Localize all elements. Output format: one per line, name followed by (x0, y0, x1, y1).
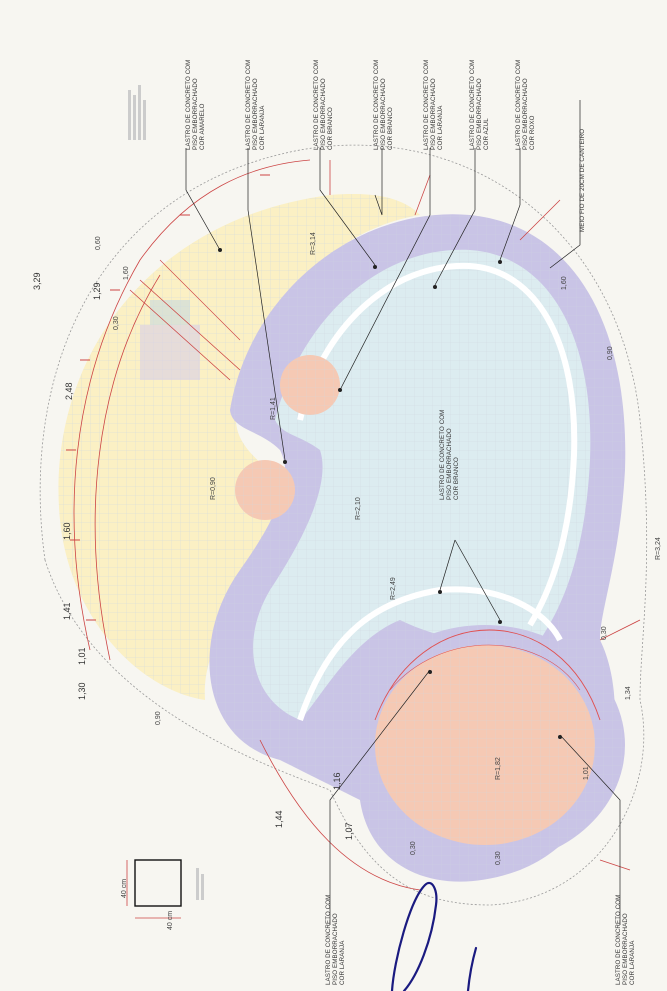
callout-text: COR ROXO (529, 115, 536, 150)
callout-white-2: LASTRO DE CONCRETO COM PISO EMBORRACHADO… (373, 60, 394, 150)
callout-orange-2: LASTRO DE CONCRETO COM PISO EMBORRACHADO… (423, 60, 444, 150)
legend-height-label: 40 cm (167, 911, 174, 930)
dim-label: 1,44 (274, 810, 284, 828)
callout-text: COR LARANJA (339, 940, 346, 985)
dim-label: 1,30 (77, 682, 87, 700)
radius-label: R=1,41 (270, 397, 277, 420)
dim-label: 0,60 (95, 236, 102, 250)
callout-bottom-right: LASTRO DE CONCRETO COM PISO EMBORRACHADO… (615, 895, 636, 985)
callout-text: PISO EMBORRACHADO (430, 78, 437, 150)
callout-text: LASTRO DE CONCRETO COM (185, 60, 192, 150)
callout-curb: MEIO FIO DE 20CM DE CANTEIRO (579, 129, 586, 232)
callout-blue: LASTRO DE CONCRETO COM PISO EMBORRACHADO… (469, 60, 490, 150)
callout-text: COR AMARELO (199, 103, 206, 150)
dim-label: 0,30 (410, 841, 417, 855)
callout-text: LASTRO DE CONCRETO COM (245, 60, 252, 150)
dim-label: 1,60 (123, 266, 130, 280)
callout-text: LASTRO DE CONCRETO COM (515, 60, 522, 150)
radius-label: R=3,24 (655, 537, 662, 560)
callout-text: LASTRO DE CONCRETO COM (325, 895, 332, 985)
dimension-labels-left: 1,30 1,01 1,41 1,60 2,48 1,29 3,29 0,60 … (32, 236, 162, 725)
callout-center-white: LASTRO DE CONCRETO COM PISO EMBORRACHADO… (439, 410, 460, 500)
callout-text: PISO EMBORRACHADO (446, 428, 453, 500)
callout-text: COR BRANCO (387, 107, 394, 150)
radius-label: R=2,10 (355, 497, 362, 520)
callout-text: COR LARANJA (629, 940, 636, 985)
callout-text: LASTRO DE CONCRETO COM (373, 60, 380, 150)
callout-text: LASTRO DE CONCRETO COM (469, 60, 476, 150)
dim-label: 1,16 (332, 772, 342, 790)
callout-text: PISO EMBORRACHADO (320, 78, 327, 150)
callout-text: LASTRO DE CONCRETO COM (313, 60, 320, 150)
dimension-lines (66, 159, 641, 891)
radius-label: R=2,49 (390, 577, 397, 600)
dim-label: 0,30 (113, 316, 120, 330)
white-inner-band (297, 262, 578, 627)
callout-purple: LASTRO DE CONCRETO COM PISO EMBORRACHADO… (515, 60, 536, 150)
outer-boundary-line (39, 144, 648, 906)
callout-text: COR LARANJA (437, 105, 444, 150)
callout-orange-1: LASTRO DE CONCRETO COM PISO EMBORRACHADO… (245, 60, 266, 150)
callout-text: COR BRANCO (327, 107, 334, 150)
dimension-labels-bottom: 1,16 1,07 1,44 0,30 0,30 (274, 772, 502, 865)
dim-label: 1,34 (625, 686, 632, 700)
callout-text: PISO EMBORRACHADO (192, 78, 199, 150)
dim-label: 1,01 (77, 647, 87, 665)
dim-label: 0,30 (601, 626, 608, 640)
dim-label: 2,48 (64, 382, 74, 400)
equipment-cluster (129, 259, 241, 381)
dim-label: 1,29 (92, 282, 102, 300)
callout-text: MEIO FIO DE 20CM DE CANTEIRO (579, 129, 586, 232)
legend-width-label: 40 cm (121, 879, 128, 898)
callout-text: PISO EMBORRACHADO (522, 78, 529, 150)
callout-text: COR AZUL (483, 118, 490, 150)
dim-label: 1,07 (344, 822, 354, 840)
radius-label: R=3,14 (310, 232, 317, 255)
radius-label: R=0,90 (210, 477, 217, 500)
callout-text: LASTRO DE CONCRETO COM (423, 60, 430, 150)
callout-text: PISO EMBORRACHADO (332, 913, 339, 985)
callout-bottom-left: LASTRO DE CONCRETO COM PISO EMBORRACHADO… (325, 895, 346, 985)
callout-white-1: LASTRO DE CONCRETO COM PISO EMBORRACHADO… (313, 60, 334, 150)
radius-label: R=1,82 (495, 757, 502, 780)
callout-text: PISO EMBORRACHADO (476, 78, 483, 150)
dim-label: 3,29 (32, 272, 42, 290)
scale-legend: 40 cm 40 cm (121, 859, 204, 930)
dim-label: 1,41 (62, 602, 72, 620)
dim-label: 0,90 (607, 346, 614, 360)
callout-text: LASTRO DE CONCRETO COM (615, 895, 622, 985)
dim-label: 1,60 (561, 276, 568, 290)
callout-text: PISO EMBORRACHADO (380, 78, 387, 150)
faint-note (128, 85, 146, 140)
dim-label: 0,90 (155, 711, 162, 725)
callout-text: COR LARANJA (259, 105, 266, 150)
callout-text: PISO EMBORRACHADO (252, 78, 259, 150)
callout-text: COR BRANCO (453, 457, 460, 500)
leader-lines (185, 100, 621, 925)
callout-text: LASTRO DE CONCRETO COM (439, 410, 446, 500)
callout-yellow: LASTRO DE CONCRETO COM PISO EMBORRACHADO… (185, 60, 206, 150)
dimension-labels-right: 1,60 0,90 1,34 0,30 1,01 (561, 276, 632, 780)
signature (390, 881, 478, 991)
dim-label: 1,01 (583, 766, 590, 780)
dim-label: 1,60 (62, 522, 72, 540)
dim-label: 0,30 (495, 851, 502, 865)
callout-text: PISO EMBORRACHADO (622, 913, 629, 985)
radius-labels: R=3,14 R=2,10 R=0,90 R=1,41 R=2,49 R=3,2… (210, 232, 662, 780)
